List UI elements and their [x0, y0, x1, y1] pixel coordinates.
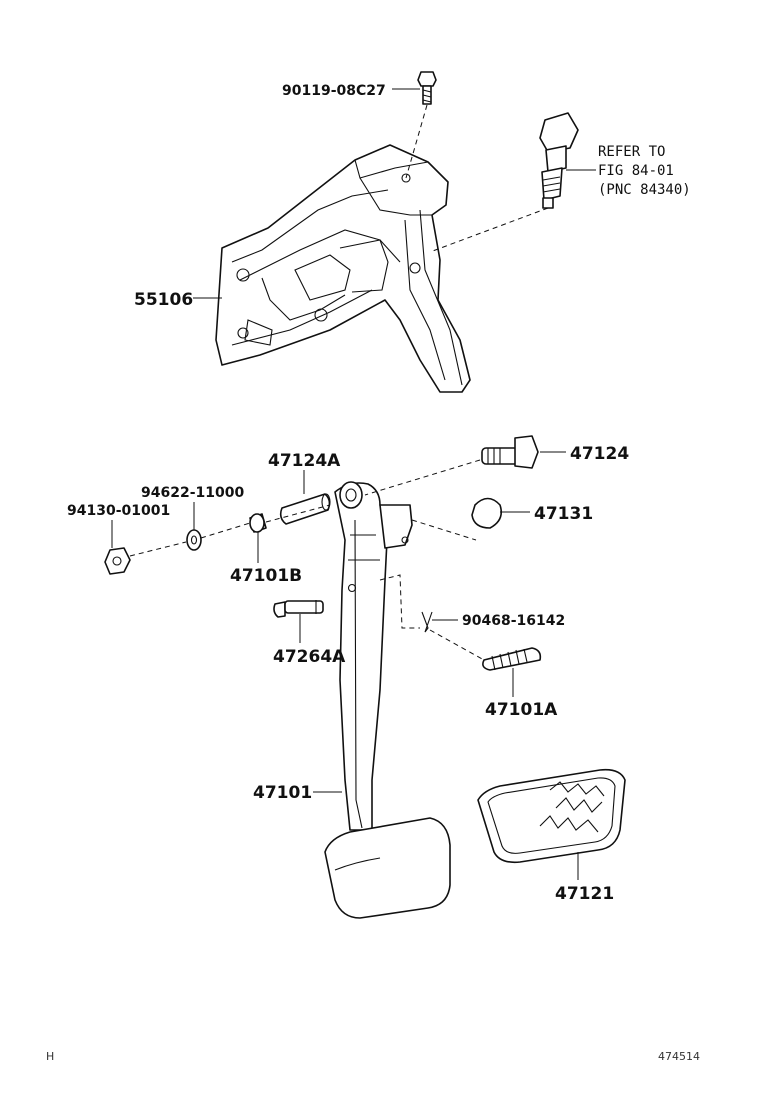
- label-47264A: 47264A: [273, 647, 346, 667]
- stop-lamp-switch-icon: [539, 112, 579, 209]
- label-94130-01001: 94130-01001: [67, 503, 170, 519]
- washer-94622-icon: [186, 529, 202, 551]
- label-47101: 47101: [253, 783, 312, 803]
- label-55106: 55106: [134, 290, 193, 310]
- label-90119-08C27: 90119-08C27: [282, 83, 386, 99]
- pedal-bracket-55106: [215, 144, 471, 393]
- bushing-47101B-icon: [249, 513, 267, 533]
- reference-line-2: FIG 84-01: [598, 163, 674, 179]
- clip-90468-icon: [421, 611, 433, 633]
- cushion-47131-icon: [471, 497, 503, 529]
- label-94622-11000: 94622-11000: [141, 485, 244, 501]
- bolt-90119-icon: [417, 71, 437, 105]
- nut-94130-icon: [104, 547, 131, 575]
- bolt-47124-icon: [481, 435, 539, 469]
- label-47101A: 47101A: [485, 700, 558, 720]
- pedal-pad-47121-icon: [477, 768, 626, 864]
- label-47124A: 47124A: [268, 451, 341, 471]
- label-47101B: 47101B: [230, 566, 302, 586]
- footer-figure-code: 474514: [658, 1050, 700, 1063]
- reference-line-1: REFER TO: [598, 144, 665, 160]
- brake-pedal-arm-47101: [324, 481, 451, 919]
- label-47124: 47124: [570, 444, 629, 464]
- label-47131: 47131: [534, 504, 593, 524]
- reference-line-3: (PNC 84340): [598, 182, 691, 198]
- collar-47124A-icon: [279, 493, 331, 525]
- label-90468-16142: 90468-16142: [462, 613, 565, 629]
- pin-47264A-icon: [273, 600, 324, 618]
- footer-left-mark: H: [46, 1050, 54, 1063]
- label-47121: 47121: [555, 884, 614, 904]
- spring-47101A-icon: [482, 647, 542, 671]
